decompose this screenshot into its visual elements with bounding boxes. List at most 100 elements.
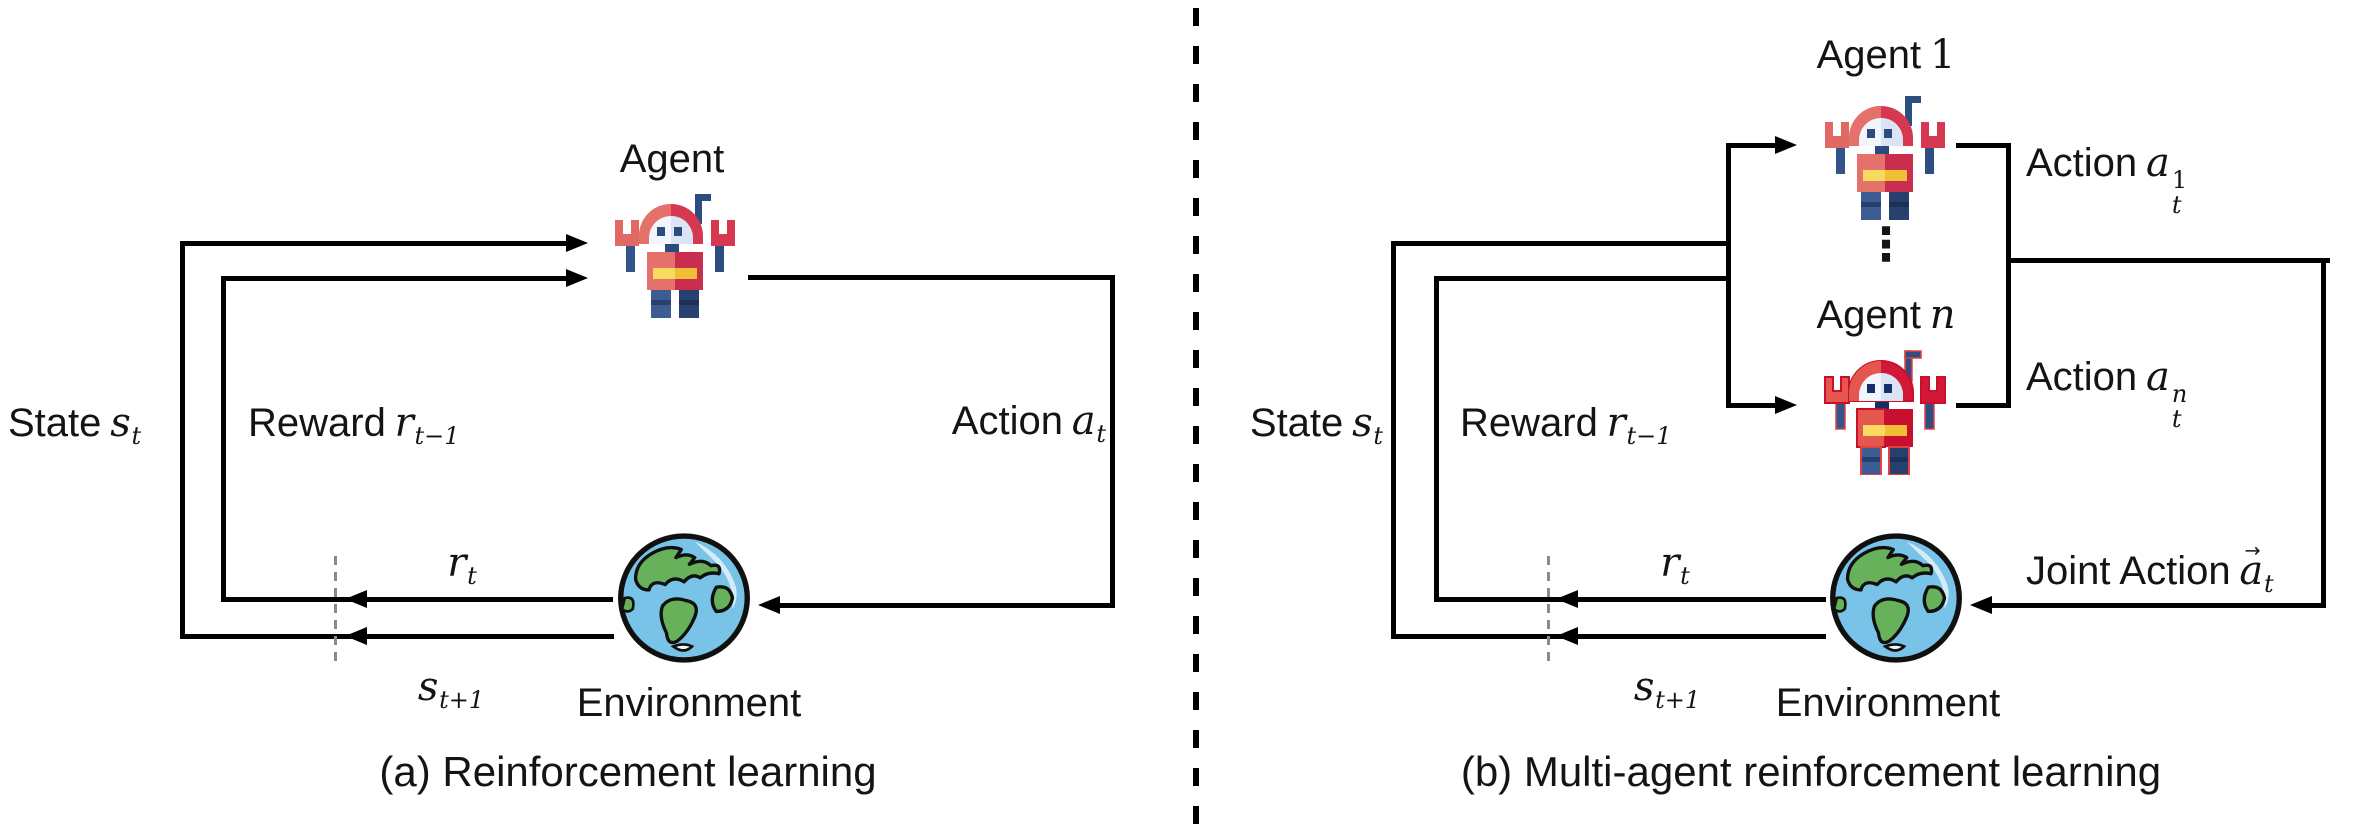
caption-text-a: (a) Reinforcement learning bbox=[379, 748, 877, 795]
agent-label-a: Agent bbox=[572, 136, 772, 182]
branch-line-vertical-b bbox=[1726, 143, 1731, 407]
actionn-sup-b: n bbox=[2171, 380, 2188, 409]
caption-b: (b) Multi-agent reinforcement learning bbox=[1361, 748, 2261, 796]
time-boundary-dashed-line-a bbox=[334, 556, 337, 668]
agent-word-a: Agent bbox=[619, 137, 725, 181]
joint-action-line-bottom-b bbox=[1992, 603, 2326, 608]
branch-line-to-agentn-b bbox=[1726, 403, 1777, 408]
actionn-word-b: Action bbox=[2026, 355, 2138, 399]
action-arrowhead-into-environment-a bbox=[758, 596, 780, 614]
agentn-action-line-b bbox=[1956, 403, 2011, 408]
arrowhead-into-agentn-b bbox=[1775, 396, 1797, 414]
ellipsis-glyph: ⋮ bbox=[1863, 217, 1909, 271]
joint-action-sub-b: t bbox=[2263, 569, 2274, 598]
agent1-robot-icon bbox=[1823, 92, 1947, 225]
reward-word-a: Reward bbox=[248, 401, 386, 445]
agents-ellipsis-b: ⋮ bbox=[1863, 218, 1909, 271]
st1-var-a: s bbox=[417, 664, 439, 710]
branch-line-to-agent1-b bbox=[1726, 143, 1777, 148]
st1-sub-b: t+1 bbox=[1655, 685, 1701, 714]
environment-globe-icon bbox=[614, 529, 754, 672]
state-word-a: State bbox=[8, 401, 102, 445]
st1-label-a: st+1 bbox=[401, 664, 501, 714]
joint-action-line-mid-b bbox=[2006, 258, 2330, 263]
agent1-action-line-b bbox=[1956, 143, 2011, 148]
reward-line-bottom-b bbox=[1434, 597, 1826, 602]
agentn-var-b: n bbox=[1929, 292, 1956, 338]
action1-sup-b: 1 bbox=[2171, 166, 2188, 195]
time-boundary-dashed-line-b bbox=[1547, 556, 1550, 668]
reward-var-a: r bbox=[394, 400, 414, 446]
vector-arrow-icon: → bbox=[2244, 538, 2261, 562]
action-line-vertical-a bbox=[1110, 275, 1115, 607]
agentn-word-b: Agent bbox=[1816, 293, 1921, 337]
environment-globe-icon-b bbox=[1826, 529, 1966, 672]
rt-sub-b: t bbox=[1680, 561, 1690, 590]
agent1-num-b: 1 bbox=[1929, 32, 1956, 78]
state-var-b: s bbox=[1352, 400, 1373, 446]
agentn-robot-icon bbox=[1823, 347, 1947, 480]
state-line-vertical-b bbox=[1391, 241, 1396, 639]
state-line-top-b bbox=[1391, 241, 1731, 246]
caption-a: (a) Reinforcement learning bbox=[278, 748, 978, 796]
joint-action-arrowhead-into-environment-b bbox=[1970, 596, 1992, 614]
joint-action-var-b: a bbox=[2239, 548, 2264, 594]
rt-label-a: rt bbox=[430, 540, 494, 590]
environment-label-b: Environment bbox=[1763, 680, 2013, 726]
st1-var-b: s bbox=[1633, 664, 1655, 710]
rt-label-b: rt bbox=[1643, 540, 1707, 590]
state-line-top-a bbox=[180, 241, 568, 246]
reward-word-b: Reward bbox=[1460, 401, 1598, 445]
st1-label-b: st+1 bbox=[1617, 664, 1717, 714]
reward-line-top-a bbox=[221, 276, 568, 281]
reward-arrowhead-boundary-a bbox=[345, 590, 367, 608]
actionn-var-b: a bbox=[2145, 354, 2170, 400]
st1-sub-a: t+1 bbox=[439, 685, 485, 714]
panel-divider-dashed-line bbox=[1193, 8, 1199, 832]
action-word-a: Action bbox=[951, 399, 1063, 443]
reward-line-top-b bbox=[1434, 276, 1731, 281]
reward-arrowhead-into-agent-a bbox=[566, 269, 588, 287]
reward-sub-a: t−1 bbox=[414, 421, 460, 450]
state-line-vertical-a bbox=[180, 241, 185, 639]
agent-robot-icon bbox=[613, 190, 737, 323]
environment-word-a: Environment bbox=[576, 681, 802, 725]
environment-word-b: Environment bbox=[1775, 681, 2001, 725]
agent1-word-b: Agent bbox=[1816, 33, 1922, 77]
state-arrowhead-boundary-a bbox=[345, 627, 367, 645]
state-sub-a: t bbox=[131, 421, 142, 450]
caption-text-b: (b) Multi-agent reinforcement learning bbox=[1460, 748, 2162, 795]
action-sub-a: t bbox=[1096, 419, 1106, 448]
actionn-sub-b: t bbox=[2171, 404, 2182, 433]
state-arrowhead-into-agent-a bbox=[566, 234, 588, 252]
reward-sub-b: t−1 bbox=[1626, 421, 1672, 450]
joint-action-word-b: Joint Action bbox=[2026, 549, 2231, 593]
reward-line-vertical-a bbox=[221, 276, 226, 601]
reward-arrowhead-boundary-b bbox=[1556, 590, 1578, 608]
action-line-top-a bbox=[748, 275, 1115, 280]
action1-var-b: a bbox=[2145, 140, 2170, 186]
rt-sub-a: t bbox=[467, 561, 477, 590]
state-arrowhead-boundary-b bbox=[1556, 627, 1578, 645]
arrowhead-into-agent1-b bbox=[1775, 136, 1797, 154]
state-word-b: State bbox=[1249, 401, 1344, 445]
action-bracket-vertical-b bbox=[2006, 143, 2011, 408]
environment-label-a: Environment bbox=[564, 680, 814, 726]
rt-var-b: r bbox=[1660, 540, 1680, 586]
action1-word-b: Action bbox=[2026, 141, 2138, 185]
state-line-bottom-a bbox=[180, 634, 614, 639]
action-var-a: a bbox=[1071, 398, 1096, 444]
action-line-bottom-a bbox=[780, 603, 1115, 608]
state-sub-b: t bbox=[1373, 421, 1383, 450]
reward-var-b: r bbox=[1606, 400, 1626, 446]
